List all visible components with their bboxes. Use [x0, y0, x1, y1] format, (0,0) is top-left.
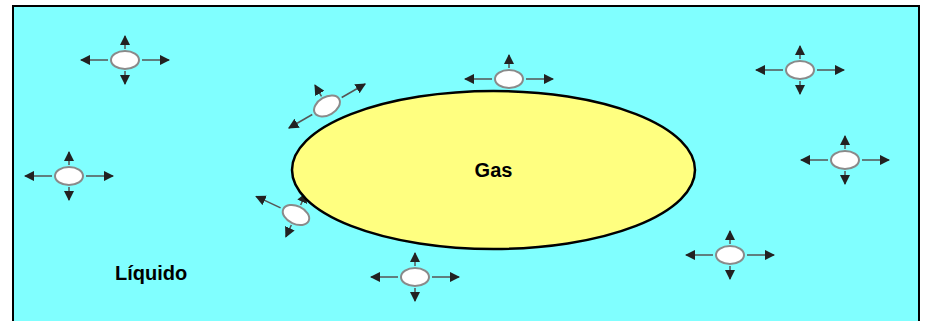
motion-arrow	[124, 71, 126, 84]
molecule	[801, 136, 889, 184]
liquid-region: Líquido Gas	[12, 5, 920, 321]
motion-arrow	[729, 266, 731, 279]
motion-arrow	[414, 253, 416, 266]
motion-arrow	[747, 254, 774, 256]
motion-arrow	[81, 59, 108, 61]
motion-arrow	[371, 276, 398, 278]
motion-arrow	[315, 85, 322, 96]
region-label: Líquido	[115, 262, 187, 285]
motion-arrow	[68, 152, 70, 165]
motion-arrow	[142, 59, 169, 61]
motion-arrow	[124, 36, 126, 49]
molecule-body	[495, 70, 523, 88]
gas-bubble: Gas	[290, 89, 697, 251]
motion-arrow	[801, 159, 828, 161]
motion-arrow	[844, 171, 846, 184]
motion-arrow	[756, 69, 783, 71]
molecule	[756, 46, 844, 94]
molecule-body	[786, 61, 814, 79]
motion-arrow	[817, 69, 844, 71]
motion-arrow	[286, 225, 291, 237]
motion-arrow	[414, 288, 416, 301]
molecule-body	[716, 246, 744, 264]
molecule-body	[831, 151, 859, 169]
bubble-label: Gas	[475, 159, 513, 182]
motion-arrow	[68, 187, 70, 200]
molecule	[81, 36, 169, 84]
motion-arrow	[862, 159, 889, 161]
motion-arrow	[729, 231, 731, 244]
molecule-body	[111, 51, 139, 69]
motion-arrow	[526, 78, 553, 80]
molecule-body	[280, 201, 313, 229]
motion-arrow	[256, 196, 280, 207]
motion-arrow	[86, 175, 113, 177]
motion-arrow	[465, 78, 492, 80]
motion-arrow	[799, 46, 801, 59]
molecule	[686, 231, 774, 279]
motion-arrow	[342, 84, 365, 98]
motion-arrow	[686, 254, 713, 256]
motion-arrow	[799, 81, 801, 94]
molecule	[371, 253, 459, 301]
motion-arrow	[844, 136, 846, 149]
motion-arrow	[25, 175, 52, 177]
molecule	[25, 152, 113, 200]
motion-arrow	[508, 55, 510, 68]
motion-arrow	[432, 276, 459, 278]
molecule-body	[55, 167, 83, 185]
bubble-ellipse	[292, 91, 695, 249]
molecule-body	[310, 91, 343, 121]
motion-arrow	[289, 115, 312, 129]
molecule-body	[401, 268, 429, 286]
